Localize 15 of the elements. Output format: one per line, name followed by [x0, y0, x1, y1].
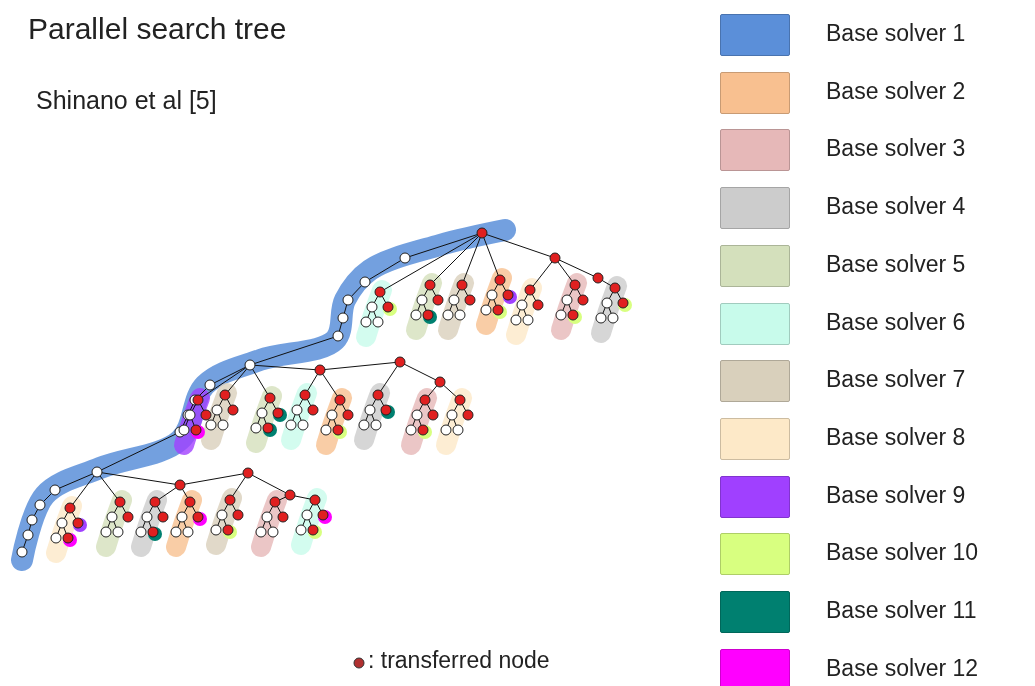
legend-label: : transferred node: [368, 647, 550, 674]
legend-label: Base solver 2: [826, 77, 966, 105]
citation: Shinano et al [5]: [36, 86, 217, 115]
legend-label: Base solver 6: [826, 308, 966, 336]
legend-label: Base solver 5: [826, 250, 966, 278]
title: Parallel search tree: [28, 12, 287, 46]
legend-label: Base solver 10: [826, 539, 979, 567]
legend-label: Base solver 11: [826, 597, 977, 624]
legend-label: Base solver 1: [826, 20, 966, 47]
legend-label: Base solver 4: [826, 193, 966, 221]
legend-label: Base solver 12: [826, 654, 979, 682]
legend-label: Base solver 8: [826, 423, 966, 451]
legend-label: Base solver 3: [826, 135, 966, 163]
legend-label: Base solver 9: [826, 481, 966, 509]
legend-label: Base solver 7: [826, 366, 966, 394]
